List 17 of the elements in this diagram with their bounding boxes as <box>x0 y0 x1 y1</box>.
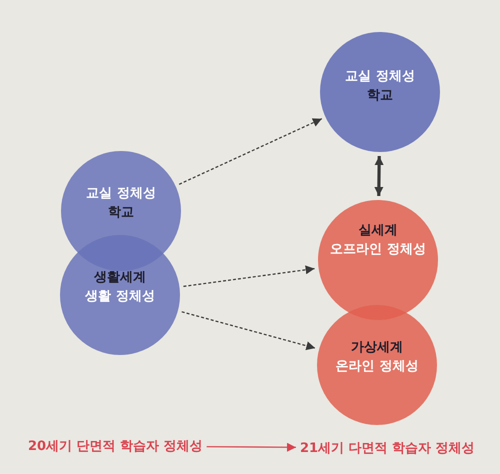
circle-title: 생활세계 <box>94 269 146 287</box>
circle-title: 가상세계 <box>351 339 403 357</box>
arrow <box>178 118 322 185</box>
arrow <box>206 442 296 452</box>
circle-subtitle: 학교 <box>367 87 393 105</box>
circle-subtitle: 생활 정체성 <box>85 288 155 306</box>
circle-title: 교실 정체성 <box>86 185 156 203</box>
circle-title: 교실 정체성 <box>345 68 415 86</box>
circle-subtitle: 학교 <box>108 204 134 222</box>
circle-subtitle: 온라인 정체성 <box>336 358 418 376</box>
arrow <box>374 156 384 196</box>
circle-subtitle: 오프라인 정체성 <box>330 241 426 259</box>
caption-text: 21세기 다면적 학습자 정체성 <box>300 439 475 457</box>
arrow <box>182 311 316 350</box>
circle-title: 실세계 <box>358 222 398 240</box>
caption-text: 20세기 단면적 학습자 정체성 <box>28 437 203 455</box>
arrow <box>183 265 315 287</box>
